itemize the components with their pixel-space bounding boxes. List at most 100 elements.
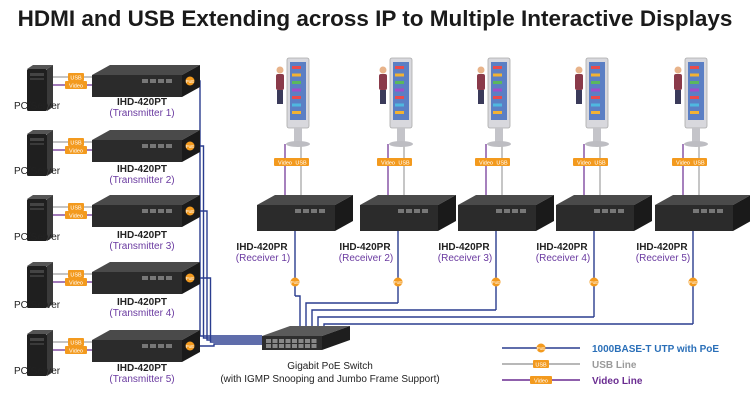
transmitter-3-role: (Transmitter 3) <box>109 241 175 252</box>
pc-server-icon-1 <box>27 65 53 111</box>
svg-text:PoE: PoE <box>394 280 403 285</box>
svg-text:USB: USB <box>496 160 508 166</box>
transmitter-device-2 <box>92 130 200 162</box>
svg-text:USB: USB <box>398 160 410 166</box>
poe-tag-tx-4: PoE <box>185 273 195 283</box>
pc-label-3: PC/Server <box>14 232 61 243</box>
poe-tag-tx-3: PoE <box>185 206 195 216</box>
interactive-display-1 <box>276 57 310 147</box>
svg-text:PoE: PoE <box>186 344 195 349</box>
poe-bus-rx-3 <box>311 309 496 332</box>
receiver-device-2 <box>360 195 456 231</box>
poe-bus-rx-2 <box>305 302 398 332</box>
video-tag-tx-3: Video <box>65 211 87 219</box>
pc-label-1: PC/Server <box>14 101 61 112</box>
poe-tag-tx-1: PoE <box>185 76 195 86</box>
receiver-device-5 <box>655 195 750 231</box>
legend-poe-tag: PoE <box>536 343 546 353</box>
poe-tag-rx-2: PoE <box>393 277 403 287</box>
receiver-3-model: IHD-420PR <box>438 242 490 253</box>
svg-text:Video: Video <box>479 160 493 166</box>
svg-text:Video: Video <box>676 160 690 166</box>
receiver-device-4 <box>556 195 652 231</box>
poe-tag-tx-2: PoE <box>185 141 195 151</box>
transmitter-device-3 <box>92 195 200 227</box>
pc-server-icon-5 <box>27 330 53 376</box>
usb-tag-tx-5: USB <box>68 338 84 346</box>
transmitter-2-model: IHD-420PT <box>116 164 167 175</box>
legend-usb-label: USB Line <box>592 360 637 371</box>
legend-tag-2: USB <box>533 360 549 368</box>
svg-text:Video: Video <box>69 348 83 354</box>
video-tag-tx-4: Video <box>65 278 87 286</box>
usb-tag-tx-1: USB <box>68 73 84 81</box>
pc-server-icon-2 <box>27 130 53 176</box>
receiver-5-role: (Receiver 5) <box>635 253 691 264</box>
legend-poe-label: 1000BASE-T UTP with PoE <box>592 344 720 355</box>
transmitter-2-role: (Transmitter 2) <box>109 175 175 186</box>
svg-text:Video: Video <box>69 280 83 286</box>
transmitter-4-model: IHD-420PT <box>116 297 167 308</box>
interactive-display-5 <box>674 57 708 147</box>
pc-label-2: PC/Server <box>14 166 61 177</box>
pc-label-4: PC/Server <box>14 300 61 311</box>
receiver-1-role: (Receiver 1) <box>235 253 291 264</box>
legend-video-label: Video Line <box>592 376 643 387</box>
receiver-2-role: (Receiver 2) <box>338 253 394 264</box>
switch-note: (with IGMP Snooping and Jumbo Frame Supp… <box>220 374 440 385</box>
svg-text:USB: USB <box>70 340 82 346</box>
interactive-display-4 <box>575 57 609 147</box>
usb-tag-tx-2: USB <box>68 138 84 146</box>
usb-tag-rx-1: USB <box>293 158 309 166</box>
receiver-4-role: (Receiver 4) <box>535 253 591 264</box>
svg-text:PoE: PoE <box>689 280 698 285</box>
receiver-device-1 <box>257 195 353 231</box>
svg-text:Video: Video <box>69 213 83 219</box>
video-tag-tx-2: Video <box>65 146 87 154</box>
video-tag-tx-5: Video <box>65 346 87 354</box>
video-tag-rx-2: Video <box>377 158 399 166</box>
svg-text:USB: USB <box>535 362 547 368</box>
svg-text:USB: USB <box>70 272 82 278</box>
usb-tag-tx-4: USB <box>68 270 84 278</box>
interactive-display-3 <box>477 57 511 147</box>
svg-text:Video: Video <box>534 378 548 384</box>
svg-text:PoE: PoE <box>186 79 195 84</box>
poe-bus-rx-1 <box>295 295 301 332</box>
transmitter-4-role: (Transmitter 4) <box>109 308 175 319</box>
svg-text:USB: USB <box>70 75 82 81</box>
poe-tag-rx-4: PoE <box>589 277 599 287</box>
usb-tag-tx-3: USB <box>68 203 84 211</box>
receiver-device-3 <box>458 195 554 231</box>
usb-tag-rx-3: USB <box>494 158 510 166</box>
legend-tag-3: Video <box>530 376 552 384</box>
svg-text:USB: USB <box>70 140 82 146</box>
switch-name: Gigabit PoE Switch <box>287 361 373 372</box>
diagram-title: HDMI and USB Extending across IP to Mult… <box>17 6 733 31</box>
receiver-1-model: IHD-420PR <box>236 242 288 253</box>
svg-text:USB: USB <box>70 205 82 211</box>
svg-text:Video: Video <box>577 160 591 166</box>
poe-tag-rx-5: PoE <box>688 277 698 287</box>
video-tag-rx-3: Video <box>475 158 497 166</box>
poe-switch-device <box>262 326 350 350</box>
receiver-4-model: IHD-420PR <box>536 242 588 253</box>
receiver-3-role: (Receiver 3) <box>437 253 493 264</box>
svg-text:Video: Video <box>381 160 395 166</box>
line-tags: USBVideoPoEUSBVideoPoEUSBVideoPoEUSBVide… <box>65 73 707 384</box>
transmitter-device-5 <box>92 330 200 362</box>
usb-tag-rx-2: USB <box>396 158 412 166</box>
svg-text:PoE: PoE <box>537 346 546 351</box>
svg-text:USB: USB <box>295 160 307 166</box>
svg-text:Video: Video <box>69 148 83 154</box>
svg-text:Video: Video <box>278 160 292 166</box>
video-tag-rx-5: Video <box>672 158 694 166</box>
transmitter-device-4 <box>92 262 200 294</box>
pc-server-icon-3 <box>27 195 53 241</box>
transmitter-1-model: IHD-420PT <box>116 97 167 108</box>
svg-text:PoE: PoE <box>492 280 501 285</box>
transmitter-device-1 <box>92 65 200 97</box>
svg-text:PoE: PoE <box>186 276 195 281</box>
poe-tag-tx-5: PoE <box>185 341 195 351</box>
